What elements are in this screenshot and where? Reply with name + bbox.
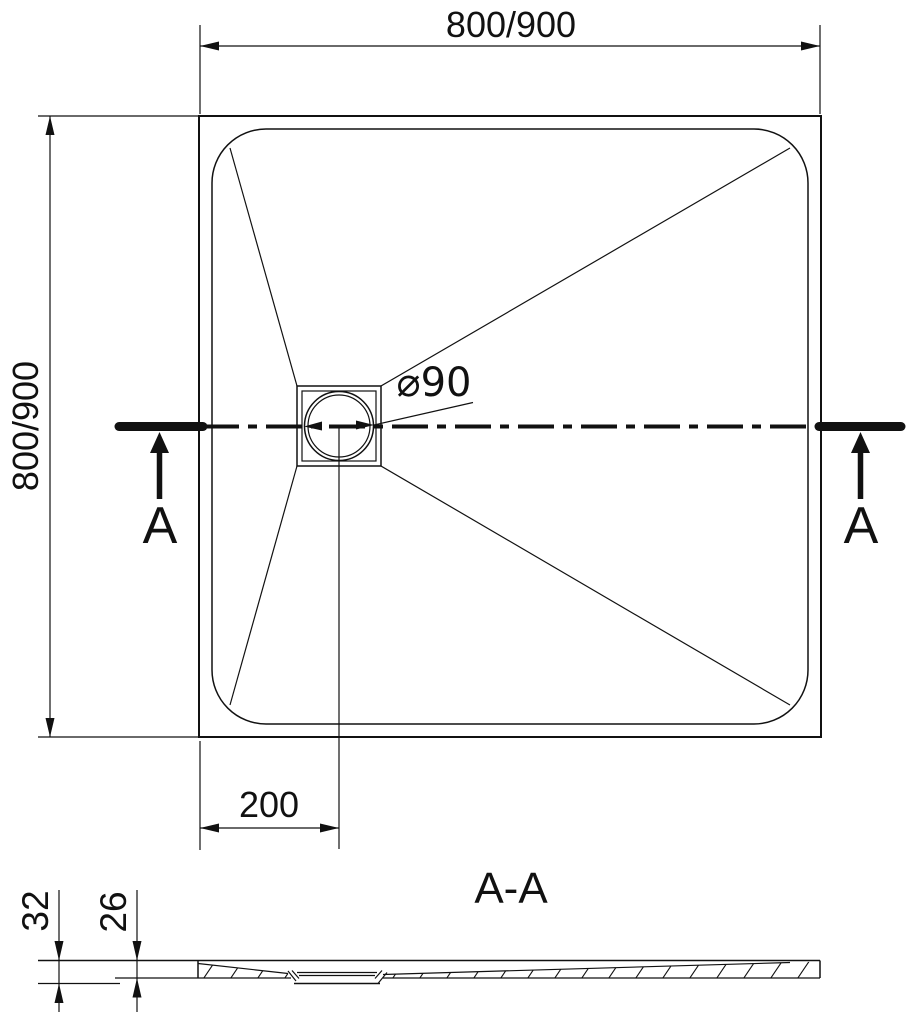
left-height-label: 800/900 [5, 361, 46, 491]
section-profile [38, 959, 821, 985]
section-view: A-A [15, 864, 821, 1012]
drain-offset-label: 200 [239, 784, 299, 825]
edge-height-label: 26 [93, 891, 134, 932]
top-width-label: 800/900 [446, 4, 576, 45]
drain [296, 385, 382, 849]
section-title: A-A [474, 864, 548, 913]
section-floor-slope-right [382, 961, 791, 976]
drain-offset-dimension: 200 [199, 741, 339, 850]
plan-view: A A ⌀90 800/900 800/900 [5, 4, 906, 850]
diameter-leader-line [373, 401, 474, 426]
slope-lines [229, 147, 791, 706]
section-material-left [198, 963, 293, 978]
left-height-dimension: 800/900 [5, 115, 199, 738]
section-marker-right-label: A [844, 497, 879, 555]
diameter-arrow-left [304, 421, 322, 431]
diameter-arrow-right [356, 420, 374, 430]
section-marker-left-label: A [143, 497, 178, 555]
total-height-label: 32 [15, 890, 56, 931]
section-arrow-left [150, 432, 169, 499]
edge-height-dimension: 26 [93, 890, 142, 1012]
section-material-right [383, 961, 820, 978]
section-drain-recess [287, 970, 388, 985]
section-cut-line: A A [114, 422, 906, 555]
section-arrow-right [851, 432, 870, 499]
top-width-dimension: 800/900 [199, 4, 821, 114]
total-height-dimension: 32 [15, 890, 120, 1012]
drain-diameter-callout: ⌀90 [304, 360, 474, 431]
drain-diameter-label: ⌀90 [397, 360, 472, 406]
section-floor-slope-left [197, 962, 289, 975]
